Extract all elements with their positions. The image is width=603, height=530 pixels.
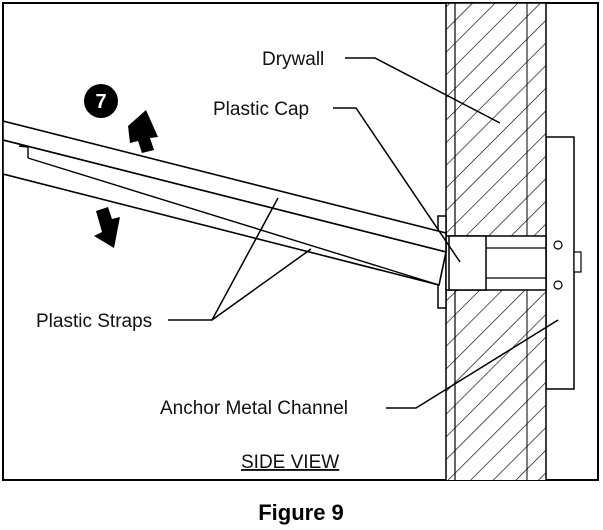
label-anchor-metal-channel: Anchor Metal Channel [160,398,348,419]
leader-anchor-channel [386,319,559,409]
channel-tab [573,251,582,273]
channel-hole-upper [553,240,563,250]
leader-plastic-straps-2 [211,248,312,321]
label-side-view: SIDE VIEW [241,452,339,473]
label-drywall: Drywall [262,49,324,70]
anchor-metal-channel [545,136,575,390]
step-number: 7 [95,91,106,113]
plastic-strap-bottom [3,139,447,286]
strap-end-detail [18,145,29,158]
diagram-frame [2,2,599,481]
plastic-cap [448,235,487,291]
step-number-badge [84,84,118,118]
leader-plastic-cap [333,107,461,263]
up-arrow-icon [128,110,158,153]
figure-caption: Figure 9 [258,500,344,525]
label-plastic-straps: Plastic Straps [36,311,152,332]
leader-drywall [345,57,501,124]
channel-hole-lower [553,280,563,290]
label-plastic-cap: Plastic Cap [213,99,309,120]
down-arrow-icon [94,207,120,248]
